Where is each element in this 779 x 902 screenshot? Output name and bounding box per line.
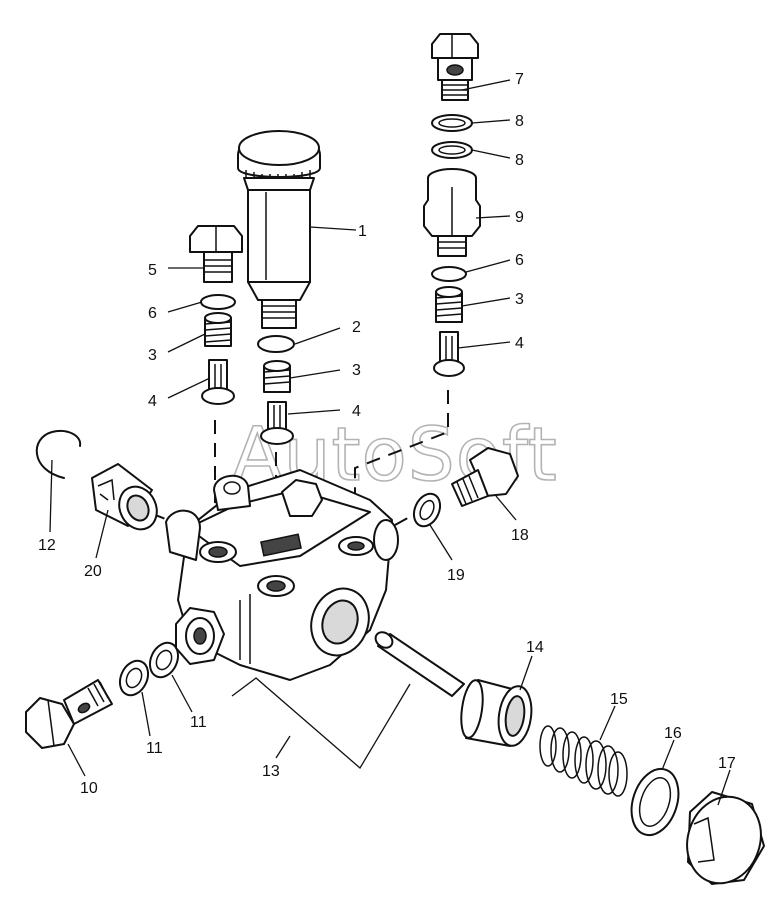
washer-right (412, 492, 442, 528)
callout-18: 18 (511, 527, 529, 544)
callout-labels: 1 2 3 4 5 6 3 4 7 8 8 9 6 3 4 12 20 18 1… (38, 71, 736, 797)
left-valve-set (200, 294, 236, 405)
callout-20: 20 (84, 563, 102, 580)
washers-top (431, 114, 473, 159)
callout-3-left: 3 (148, 347, 157, 364)
callout-11-front: 11 (190, 714, 207, 731)
gasket-ring (630, 767, 680, 837)
callout-14: 14 (526, 639, 544, 656)
right-valve-set (431, 266, 467, 377)
o-ring-center (257, 335, 295, 353)
callout-12: 12 (38, 537, 56, 554)
callout-17: 17 (718, 755, 736, 772)
callout-8-lower: 8 (515, 152, 524, 169)
center-valve-set (260, 360, 294, 445)
roller-bushing (91, 463, 158, 531)
snap-ring (35, 430, 82, 479)
pump-body (165, 469, 399, 681)
callout-10: 10 (80, 780, 98, 797)
plug-bolt-left (189, 225, 243, 283)
sleeve (460, 679, 533, 747)
callout-19: 19 (447, 567, 465, 584)
callout-5: 5 (148, 262, 157, 279)
callout-4-left: 4 (148, 393, 157, 410)
spring-large (539, 725, 628, 797)
callout-7: 7 (515, 71, 524, 88)
connector-fitting (423, 168, 481, 257)
callout-4-center: 4 (352, 403, 361, 420)
banjo-bolt-top (431, 33, 479, 101)
threaded-plug-right (451, 447, 519, 507)
callout-13: 13 (262, 763, 280, 780)
callout-6-right: 6 (515, 252, 524, 269)
piston-rod (374, 631, 465, 697)
banjo-bolt-left (25, 679, 113, 749)
callout-3-center: 3 (352, 362, 361, 379)
callout-2: 2 (352, 319, 361, 336)
callout-4-right: 4 (515, 335, 524, 352)
leader-lines (49, 79, 731, 806)
callout-8-upper: 8 (515, 113, 524, 130)
washers-left-front (118, 641, 180, 697)
end-cap (686, 791, 765, 885)
hand-primer-pump (237, 130, 321, 329)
callout-3-right: 3 (515, 291, 524, 308)
callout-1: 1 (358, 223, 367, 240)
callout-6-left: 6 (148, 305, 157, 322)
callout-16: 16 (664, 725, 682, 742)
callout-11-rear: 11 (146, 740, 163, 757)
callout-9: 9 (515, 209, 524, 226)
callout-15: 15 (610, 691, 628, 708)
